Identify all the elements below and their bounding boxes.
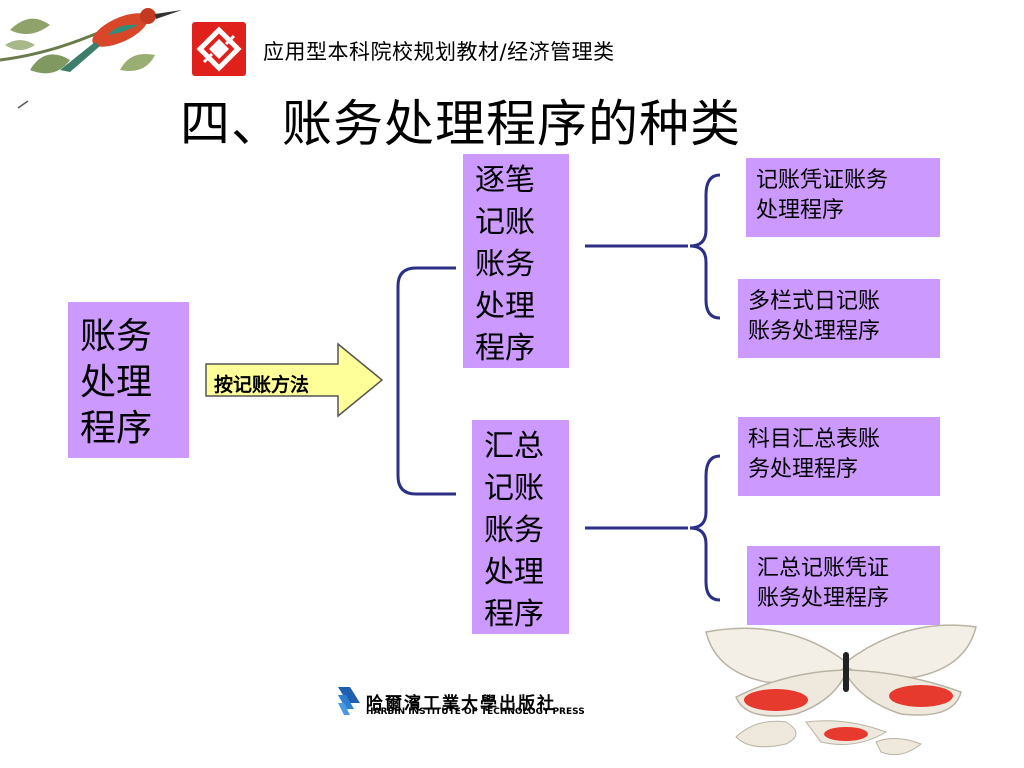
leaf-node-2: 多栏式日记账 账务处理程序 <box>738 279 940 358</box>
leaf-node-3-label: 科目汇总表账 务处理程序 <box>748 427 881 482</box>
leaf-node-2-label: 多栏式日记账 账务处理程序 <box>748 289 881 344</box>
branch-node-2-label: 汇总 记账 账务 处理 程序 <box>484 429 544 632</box>
branch-node-1: 逐笔 记账 账务 处理 程序 <box>463 154 569 368</box>
branch2-brace <box>689 454 721 602</box>
classification-arrow-label: 按记账方法 <box>214 374 310 396</box>
branch-node-1-label: 逐笔 记账 账务 处理 程序 <box>475 163 535 366</box>
main-bracket <box>396 266 456 496</box>
slide-title: 四、账务处理程序的种类 <box>180 95 741 153</box>
leaf-node-4-label: 汇总记账凭证 账务处理程序 <box>757 556 890 611</box>
bird-illustration <box>0 8 182 74</box>
branch-node-2: 汇总 记账 账务 处理 程序 <box>472 420 569 634</box>
leaf-node-1: 记账凭证账务 处理程序 <box>746 158 940 237</box>
publisher-english-name: HARBIN INSTITUTE OF TECHNOLOGY PRESS <box>366 707 585 717</box>
leaf-node-3: 科目汇总表账 务处理程序 <box>738 417 940 496</box>
leaf-node-4: 汇总记账凭证 账务处理程序 <box>747 546 940 625</box>
classification-arrow <box>205 342 384 418</box>
series-logo-icon <box>192 22 246 76</box>
root-node: 账务 处理 程序 <box>68 302 189 458</box>
butterfly-illustration <box>705 624 977 756</box>
publisher-name: 哈爾濱工業大學出版社 <box>366 694 556 714</box>
publisher-logo-icon <box>338 687 360 715</box>
root-node-label: 账务 处理 程序 <box>80 316 153 449</box>
series-title: 应用型本科院校规划教材/经济管理类 <box>263 40 615 64</box>
edge-mark <box>17 100 29 109</box>
branch1-brace <box>689 173 721 320</box>
leaf-node-1-label: 记账凭证账务 处理程序 <box>756 168 889 223</box>
